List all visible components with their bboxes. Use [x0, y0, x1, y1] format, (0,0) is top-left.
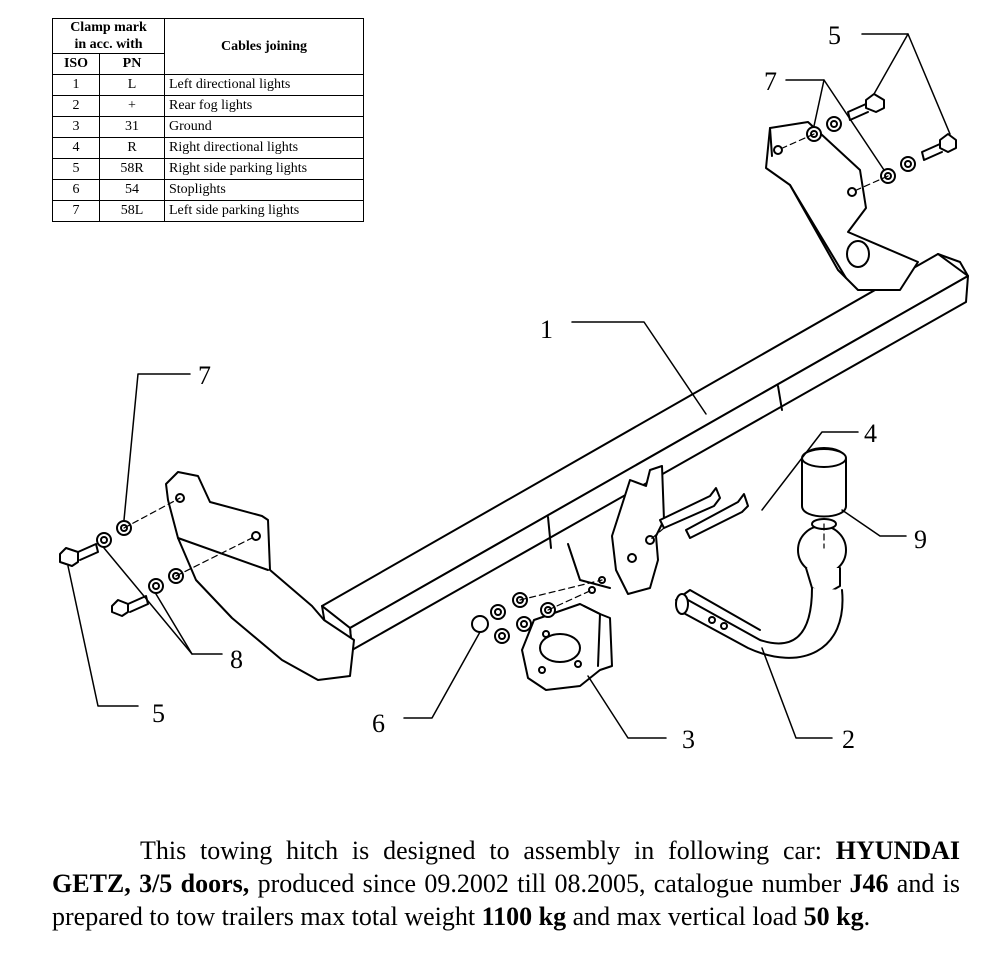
callout-5-bottom: 5	[152, 699, 165, 728]
header-iso: ISO	[52, 53, 100, 75]
callout-4: 4	[864, 419, 877, 448]
callout-8: 8	[230, 645, 243, 674]
car-model: HYUNDAI GETZ, 3/5 doors,	[52, 836, 960, 898]
crossbar	[321, 253, 969, 651]
callout-5-top: 5	[828, 21, 841, 50]
bolts-right	[806, 93, 957, 184]
left-bracket	[165, 471, 355, 681]
callout-1: 1	[540, 315, 553, 344]
callout-2: 2	[842, 725, 855, 754]
description-paragraph: This towing hitch is designed to assembl…	[52, 836, 960, 931]
callout-7-left: 7	[198, 361, 211, 390]
max-weight: 1100 kg	[481, 902, 567, 931]
callout-7-top: 7	[764, 67, 777, 96]
right-bracket	[765, 121, 919, 291]
callout-9: 9	[914, 525, 927, 554]
max-load: 50 kg	[803, 902, 864, 931]
assembly-lines	[123, 133, 889, 611]
leader-lines	[67, 33, 951, 739]
callout-6: 6	[372, 709, 385, 738]
callout-3: 3	[682, 725, 695, 754]
header-cables-joining: Cables joining	[164, 18, 364, 75]
table-row: 2+Rear fog lights	[52, 95, 364, 117]
nuts-washers-centre	[471, 592, 556, 644]
tow-ball	[675, 525, 847, 659]
socket-plate	[521, 603, 613, 691]
centre-bracket	[567, 465, 665, 595]
header-pn: PN	[99, 53, 165, 75]
ball-bolts	[659, 487, 749, 539]
ball-cover	[801, 447, 847, 530]
towing-hitch-drawing: 5 7 1 4 9 7 8 5 6 3 2	[59, 21, 969, 754]
catalogue-number: J46	[849, 869, 889, 898]
